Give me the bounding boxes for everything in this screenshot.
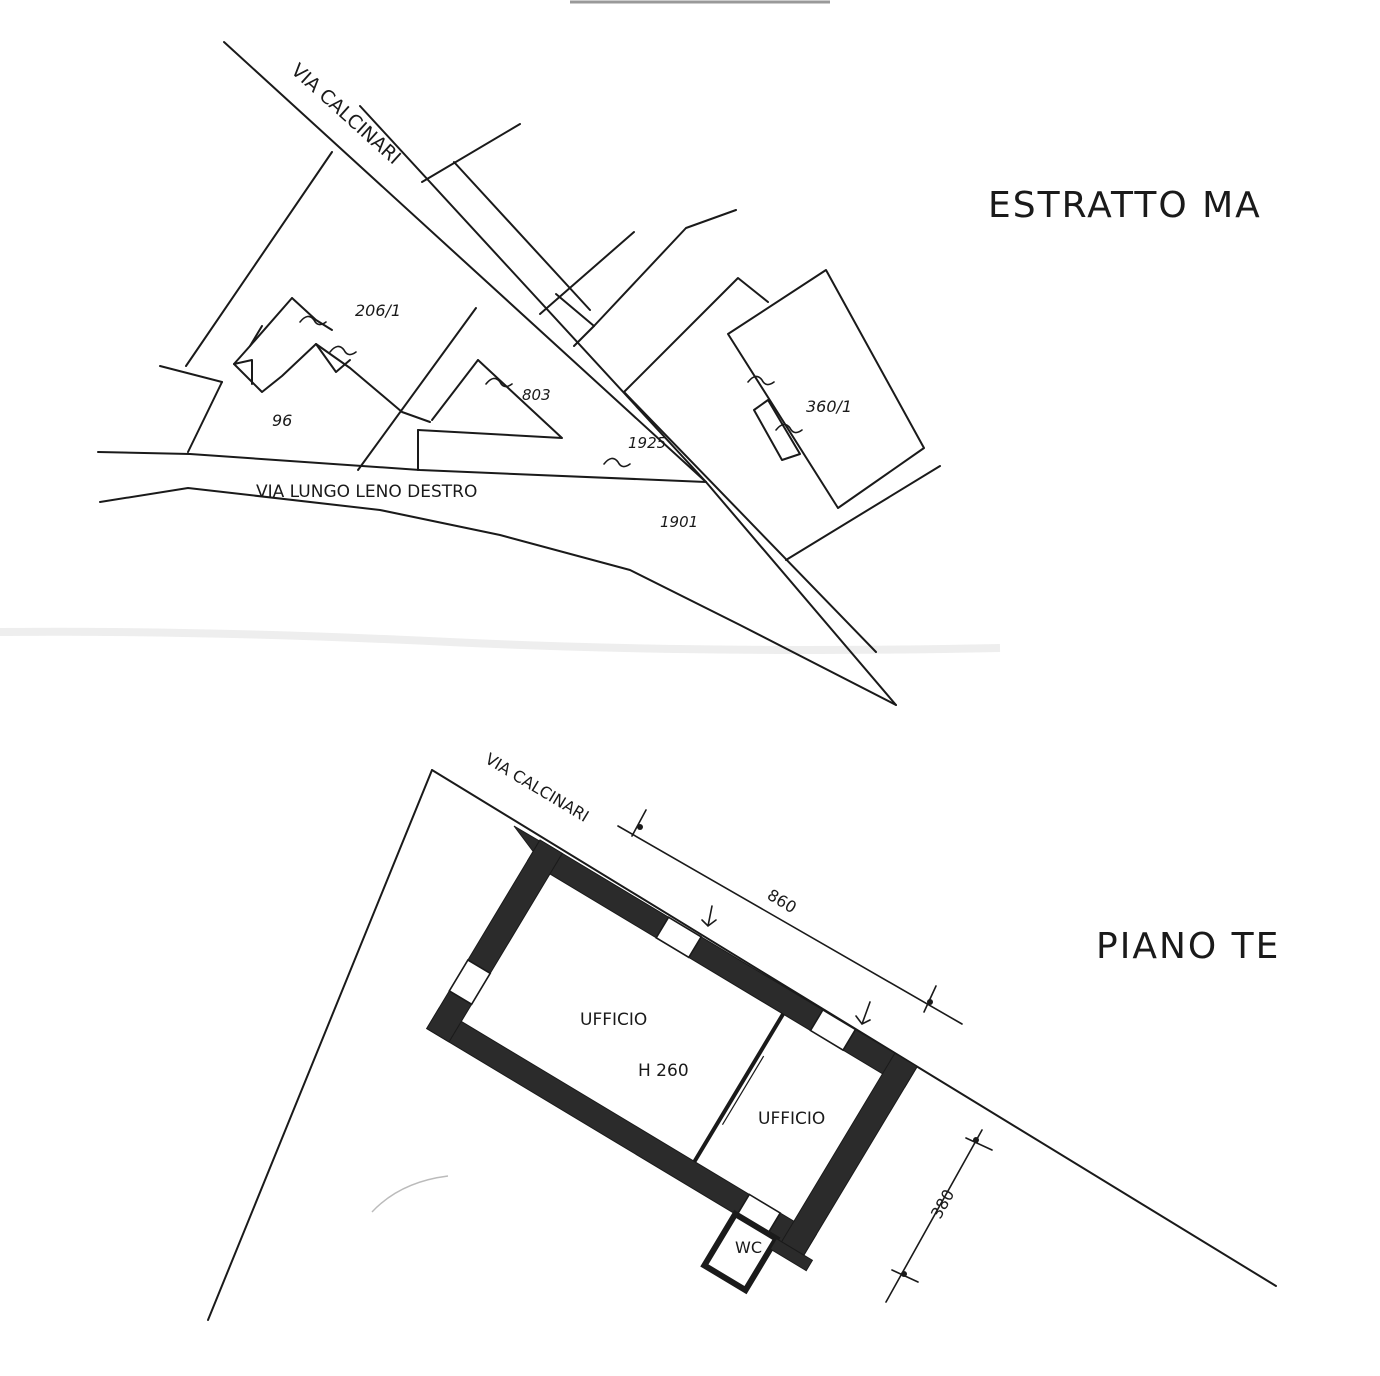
- boundary-tick: [603, 457, 631, 468]
- building-206-outline: [233, 325, 263, 385]
- parcel-label: 360/1: [806, 397, 852, 416]
- road-edge-leno-north: [97, 451, 707, 483]
- parcel-label: 96: [272, 411, 292, 430]
- street-label-via-lungo-leno: VIA LUNGO LENO DESTRO: [256, 482, 477, 502]
- wc-enclosure: [700, 1209, 781, 1295]
- boundary-tick: [775, 423, 803, 434]
- parcel-boundary: [159, 365, 223, 383]
- entrance-arrow-2: [855, 1001, 871, 1026]
- room-label-ufficio-2: UFFICIO: [758, 1109, 825, 1129]
- dimension-dot: [901, 1271, 907, 1277]
- parcel-boundary: [573, 325, 595, 347]
- room-label-ufficio-1: UFFICIO: [580, 1010, 647, 1030]
- window-west: [448, 958, 492, 1006]
- map-title: ESTRATTO MA: [988, 185, 1262, 226]
- boundary-tick: [485, 377, 513, 388]
- parcel-boundary: [555, 293, 595, 327]
- building-206-outline: [233, 297, 431, 423]
- dimension-dot: [927, 999, 933, 1005]
- parcel-boundary: [357, 307, 477, 471]
- wall-fragment-east: [769, 1238, 814, 1272]
- road-edge-calcinari-east-south: [623, 391, 877, 653]
- parcel-label: 803: [522, 386, 551, 404]
- boundary-tick: [747, 375, 775, 386]
- parcel-label: 206/1: [355, 301, 401, 320]
- parcel-boundary: [187, 381, 223, 453]
- paper-fold-shadow: [0, 627, 1001, 654]
- dimension-dot: [973, 1137, 979, 1143]
- cadastral-map: VIA CALCINARI VIA LUNGO LENO DESTRO 206/…: [97, 41, 1262, 706]
- building-206-outline: [291, 297, 351, 373]
- dimension-tick: [631, 809, 647, 837]
- entrance-arrow-1: [701, 905, 717, 928]
- wall-east: [780, 1052, 918, 1256]
- parcel-label: 1901: [660, 513, 698, 531]
- wall-west: [426, 839, 563, 1043]
- road-edge-calcinari-west: [223, 41, 707, 483]
- wall-north: [526, 839, 918, 1088]
- boundary-tick: [329, 345, 357, 356]
- building-360-annex: [753, 399, 801, 461]
- pencil-mark: [371, 1175, 449, 1213]
- boundary-tick: [299, 315, 327, 326]
- property-line-west: [207, 769, 433, 1321]
- building-360-outline: [727, 269, 925, 509]
- road-edge-leno-south: [99, 487, 897, 706]
- floor-plan: VIA CALCINARI UFFICIO UFFICIO: [207, 749, 1280, 1321]
- dimension-dot: [637, 824, 643, 830]
- dimension-line-860: [617, 825, 963, 1025]
- road-edge-calcinari-south: [705, 481, 897, 706]
- dimension-tick: [965, 1137, 993, 1151]
- room-label-wc: WC: [735, 1238, 762, 1257]
- room-height-label: H 260: [638, 1061, 689, 1081]
- partition-door-mark: [721, 1055, 765, 1125]
- window-north-1: [655, 916, 703, 959]
- building-walls: [426, 839, 918, 1295]
- dimension-label-380: 380: [927, 1186, 958, 1222]
- parcel-boundary: [539, 231, 635, 315]
- parcel-label: 1925: [628, 434, 666, 452]
- parcel-boundary: [453, 161, 591, 311]
- parcel-boundary: [421, 123, 521, 183]
- parcel-boundary: [185, 151, 333, 367]
- parcel-boundary: [785, 465, 941, 561]
- parcel-803-outline: [431, 359, 479, 421]
- window-north-2: [809, 1008, 857, 1052]
- plan-street-label: VIA CALCINARI: [482, 749, 592, 826]
- parcel-boundary: [623, 277, 769, 393]
- road-edge-calcinari-east: [359, 105, 707, 483]
- parcel-boundary: [593, 209, 737, 327]
- plan-title: PIANO TE: [1096, 926, 1280, 967]
- partition-wall: [692, 1013, 785, 1163]
